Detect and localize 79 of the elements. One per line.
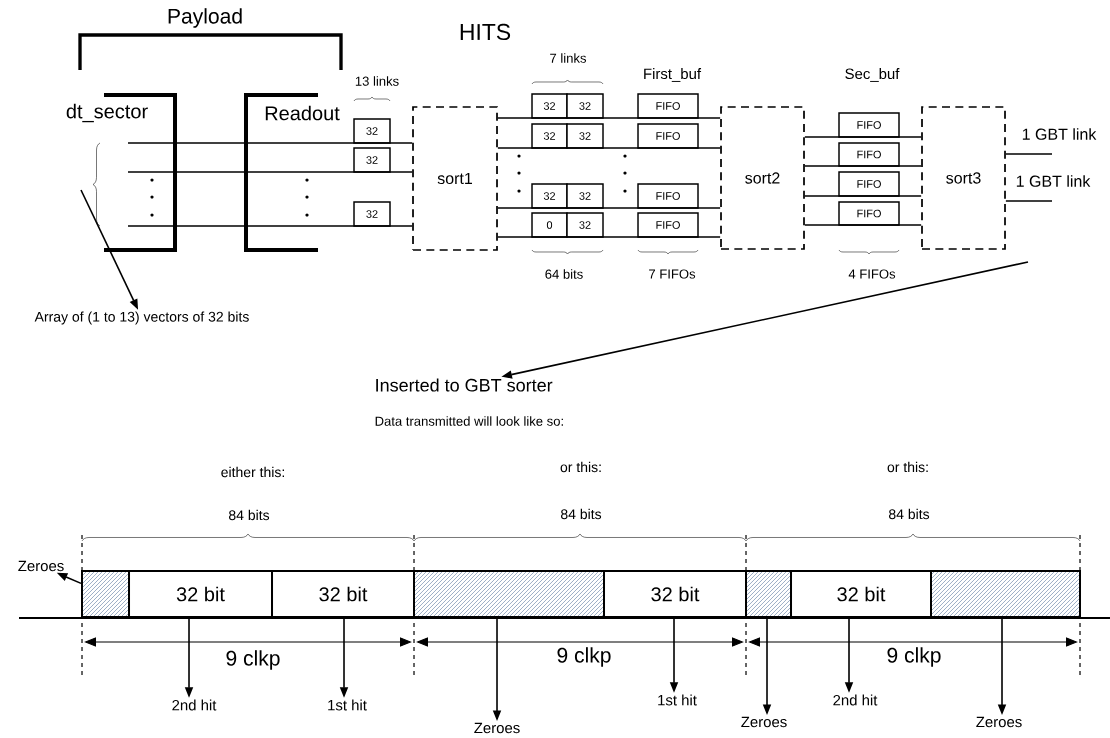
- edge-label: 1 GBT link: [1016, 175, 1091, 187]
- brace-label: 64 bits: [545, 269, 583, 279]
- fifo-box: FIFO: [637, 212, 699, 238]
- hatched-cell: [413, 570, 605, 618]
- bit-cell: 32 bit: [790, 570, 932, 618]
- dimension-label: 9 clkp: [887, 647, 941, 667]
- edge-label: 1 GBT link: [1022, 128, 1097, 140]
- arrow-label: 2nd hit: [172, 699, 217, 711]
- fifo-box: FIFO: [838, 142, 900, 167]
- connector-line: [1005, 153, 1053, 155]
- arrow-label: Zeroes: [474, 722, 520, 734]
- dimension-label: 9 clkp: [557, 647, 611, 667]
- option-label: or this:: [560, 461, 601, 473]
- note-text: Data transmitted will look like so:: [375, 416, 563, 426]
- brace-label: 7 links: [550, 53, 587, 63]
- connector-line: [127, 225, 247, 227]
- data-box: 32: [531, 93, 568, 119]
- connector-line: [497, 147, 721, 149]
- fifo-box: FIFO: [637, 93, 699, 119]
- arrow-label: 1st hit: [658, 694, 697, 706]
- connector-line: [497, 207, 721, 209]
- connector-line: [1005, 200, 1053, 202]
- fifo-box: FIFO: [838, 112, 900, 138]
- data-box: 32: [353, 201, 391, 227]
- data-box: 32: [353, 147, 391, 173]
- connector-line: [245, 142, 413, 144]
- data-box: 0: [531, 212, 568, 238]
- caption-text: Array of (1 to 13) vectors of 32 bits: [34, 311, 249, 325]
- connector-line: [245, 225, 413, 227]
- data-box: 32: [566, 212, 604, 238]
- heading-label: Payload: [168, 8, 242, 28]
- data-box: 32: [566, 183, 604, 209]
- bit-cell: 32 bit: [271, 570, 415, 618]
- option-label: either this:: [221, 466, 284, 478]
- connector-line: [804, 195, 922, 197]
- brace-label: 84 bits: [229, 509, 270, 521]
- connector-line: [804, 136, 922, 138]
- hatched-cell: [81, 570, 130, 618]
- connector-line: [497, 117, 721, 119]
- dimension-label: 9 clkp: [226, 650, 280, 670]
- bracket-block: dt_sector: [66, 93, 177, 252]
- brace-label: 4 FIFOs: [848, 269, 896, 279]
- connector-line: [497, 236, 721, 238]
- connector-line: [804, 224, 922, 226]
- connector-line: [127, 171, 247, 173]
- arrow-label: 2nd hit: [833, 694, 878, 706]
- data-box: 32: [531, 123, 568, 149]
- fifo-box: FIFO: [637, 123, 699, 149]
- hatched-cell: [930, 570, 1081, 618]
- brace-label: 13 links: [355, 76, 399, 86]
- fifo-box: FIFO: [838, 201, 900, 226]
- brace-label: 7 FIFOs: [649, 269, 696, 279]
- brace-label: 84 bits: [561, 508, 602, 520]
- sorter-box: sort3: [921, 106, 1006, 250]
- hatched-cell: [745, 570, 792, 618]
- data-box: 32: [566, 93, 604, 119]
- connector-line: [127, 142, 247, 144]
- connector-line: [804, 165, 922, 167]
- arrow-label: 1st hit: [328, 699, 367, 711]
- heading-text: Inserted to GBT sorter: [376, 378, 553, 392]
- arrow-label: Zeroes: [976, 716, 1022, 728]
- buffer-label: First_buf: [644, 68, 702, 82]
- bit-cell: 32 bit: [128, 570, 273, 618]
- bit-cell: 32 bit: [603, 570, 747, 618]
- data-box: 32: [353, 118, 391, 144]
- sorter-box: sort1: [412, 106, 498, 251]
- bracket-block: Readout: [244, 93, 340, 252]
- option-label: or this:: [887, 461, 928, 473]
- title: HITS: [460, 23, 511, 41]
- fifo-box: FIFO: [838, 171, 900, 197]
- arrow-label: Zeroes: [18, 560, 64, 572]
- fifo-box: FIFO: [637, 183, 699, 209]
- brace-label: 84 bits: [889, 508, 930, 520]
- sorter-box: sort2: [720, 106, 805, 250]
- data-box: 32: [531, 183, 568, 209]
- connector-line: [245, 171, 413, 173]
- arrow-label: Zeroes: [741, 716, 787, 728]
- data-box: 32: [566, 123, 604, 149]
- buffer-label: Sec_buf: [845, 68, 900, 82]
